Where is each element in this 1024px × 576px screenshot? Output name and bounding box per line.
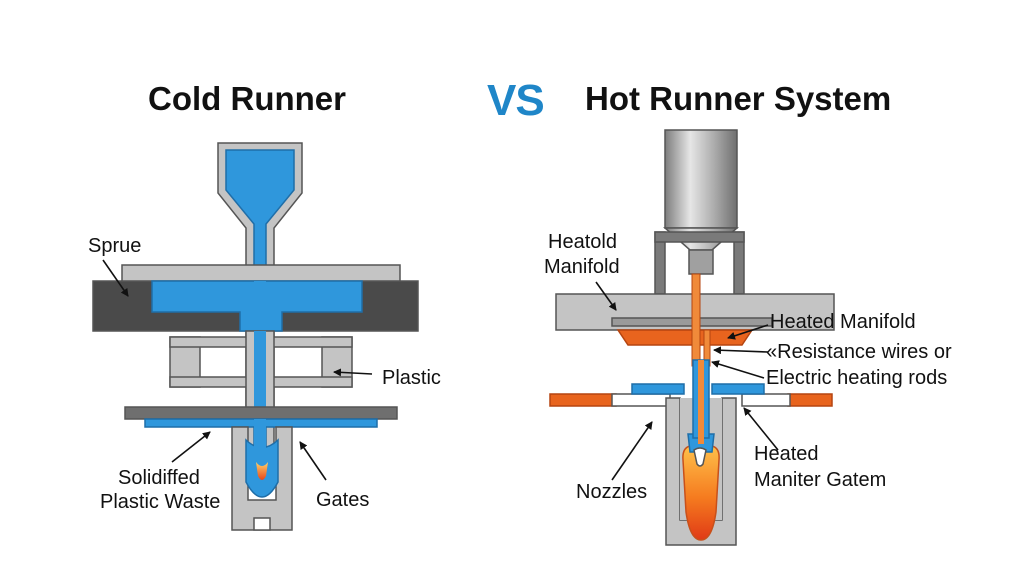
heated-gate-label-line2: Maniter Gatem — [754, 469, 887, 491]
plastic-label: Plastic — [382, 367, 441, 389]
sprue-channel-plate — [254, 281, 266, 331]
electric-heating-rods-label: Electric heating rods — [766, 367, 948, 389]
heatold-manifold-label-line2: Manifold — [544, 256, 620, 278]
bracket-top — [654, 231, 745, 243]
sprue-plastic-frame — [254, 331, 266, 411]
sprue-label: Sprue — [88, 235, 142, 257]
heatold-leader — [595, 281, 617, 311]
cold-leader-lines — [102, 259, 373, 481]
nozzle-rod — [698, 360, 704, 444]
hot-runner-title: Hot Runner System — [585, 80, 892, 117]
gate-notch — [253, 517, 271, 531]
vs-label: VS — [487, 76, 545, 125]
cylinder-nozzle — [688, 249, 714, 275]
waste-leader — [171, 431, 211, 463]
blue-channel-right — [711, 383, 765, 395]
solidified-label-line2: Plastic Waste — [100, 491, 221, 513]
plastic-leader — [333, 368, 373, 377]
gates-label: Gates — [316, 489, 370, 511]
hot-leader-lines — [595, 281, 779, 481]
resistance-leader — [713, 346, 769, 355]
hot-tip — [256, 462, 268, 480]
sprue-plastic-lower — [254, 419, 266, 459]
electric-leader — [711, 360, 765, 379]
nozzles-leader — [611, 421, 653, 481]
gate-leader — [743, 407, 779, 451]
heated-gate-label-line1: Heated — [754, 443, 819, 465]
cold-runner-assembly — [92, 142, 419, 531]
insulation-gap-left — [611, 393, 671, 407]
heated-manifold-leader — [727, 324, 769, 340]
heated-manifold-label: Heated Manifold — [770, 311, 916, 333]
sprue-leader — [102, 259, 129, 297]
top-plate-cover — [121, 264, 401, 282]
resistance-wires-label: «Resistance wires or — [766, 341, 952, 363]
nozzles-label: Nozzles — [576, 481, 648, 503]
gates-leader — [299, 441, 327, 481]
cold-runner-title: Cold Runner — [148, 80, 346, 117]
insulation-gap-right — [741, 393, 791, 407]
injection-cylinder — [664, 129, 738, 229]
heatold-manifold-label-line1: Heatold — [548, 231, 617, 253]
nozzle-gate-tip — [693, 447, 707, 467]
solidified-label-line1: Solidiffed — [118, 467, 200, 489]
heater-plate-left — [549, 393, 617, 407]
lower-mold-plate — [124, 406, 398, 420]
heater-plate-right — [787, 393, 833, 407]
nozzle-flame — [682, 445, 720, 541]
heater-rod — [691, 273, 701, 367]
blue-channel-left — [631, 383, 685, 395]
hot-runner-assembly — [549, 129, 835, 546]
